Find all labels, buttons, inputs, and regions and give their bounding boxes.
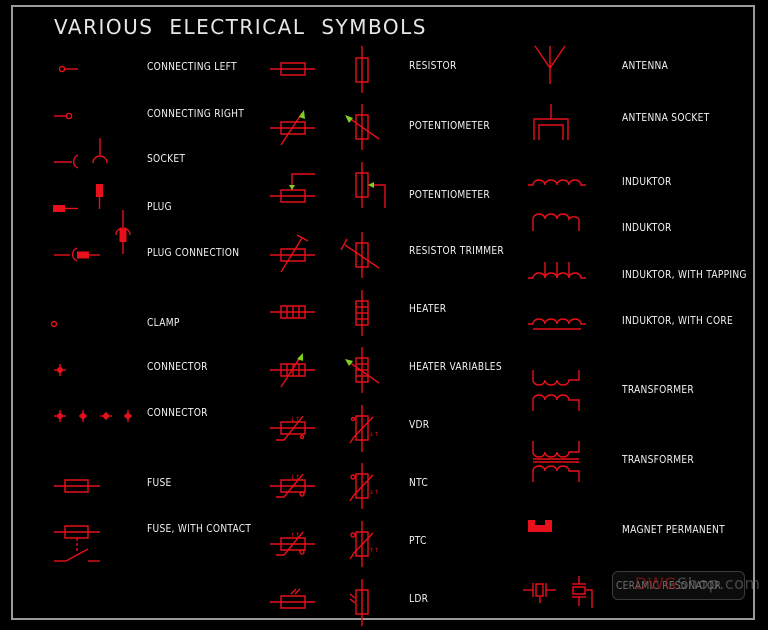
- socket-icon: [54, 138, 107, 168]
- label-connector-multi: CONNECTOR: [147, 406, 208, 419]
- label-ptc: PTC: [409, 534, 427, 547]
- watermark-badge: [612, 571, 745, 600]
- label-ntc: NTC: [409, 476, 428, 489]
- svg-text:↑↑: ↑↑: [369, 547, 379, 554]
- fuse-icon: [54, 480, 100, 492]
- potentiometer-icon: [270, 104, 379, 150]
- transformer-core-icon: [533, 441, 579, 482]
- label-antenna: ANTENNA: [622, 59, 669, 72]
- inductor-core-icon: [528, 319, 586, 329]
- label-ldr: LDR: [409, 592, 429, 605]
- label-transformer-core: TRANSFORMER: [622, 453, 694, 466]
- svg-text:↓↑: ↓↑: [290, 416, 300, 423]
- label-resistor-trimmer: RESISTOR TRIMMER: [409, 244, 505, 257]
- label-heater-variables: HEATER VARIABLES: [409, 360, 502, 373]
- ptc-icon: ↑↑ ↑↑: [270, 521, 379, 567]
- fuse-with-contact-icon: [54, 526, 100, 561]
- resistor-icon: [270, 46, 368, 93]
- plug-icon: [53, 184, 103, 212]
- label-connecting-right: CONNECTING RIGHT: [147, 107, 245, 120]
- label-connector: CONNECTOR: [147, 360, 208, 373]
- connecting-right-icon: [54, 113, 72, 118]
- potentiometer-tap-icon: [270, 162, 385, 208]
- label-fuse-with-contact: FUSE, WITH CONTACT: [147, 522, 252, 535]
- antenna-socket-icon: [534, 104, 568, 140]
- label-socket: SOCKET: [147, 152, 186, 165]
- label-vdr: VDR: [409, 418, 430, 431]
- watermark-suffix: Shop.com: [677, 574, 761, 593]
- label-connecting-left: CONNECTING LEFT: [147, 60, 237, 73]
- ntc-icon: ↓↑ ↓↑: [270, 463, 379, 509]
- connector-multi-icon: [54, 410, 132, 422]
- svg-text:↓↑: ↓↑: [369, 431, 379, 438]
- label-plug: PLUG: [147, 200, 172, 213]
- label-inductor: INDUKTOR: [622, 175, 672, 188]
- label-clamp: CLAMP: [147, 316, 180, 329]
- label-potentiometer-tap: POTENTIOMETER: [409, 188, 491, 201]
- transformer-icon: [533, 370, 579, 411]
- permanent-magnet-icon: [528, 520, 552, 532]
- label-potentiometer: POTENTIOMETER: [409, 119, 491, 132]
- connecting-left-icon: [59, 66, 78, 71]
- watermark-text: DWGShop.com: [635, 574, 761, 593]
- plug-connection-icon: [54, 210, 130, 261]
- heater-variable-icon: [270, 347, 379, 393]
- svg-text:↓↑: ↓↑: [290, 474, 300, 481]
- label-heater: HEATER: [409, 302, 447, 315]
- clamp-icon: [52, 322, 57, 327]
- watermark-prefix: DWG: [635, 574, 678, 593]
- ldr-icon: [270, 579, 368, 626]
- label-inductor-core: INDUKTOR, WITH CORE: [622, 314, 734, 327]
- label-fuse: FUSE: [147, 476, 172, 489]
- heater-icon: [270, 290, 368, 336]
- page-title: VARIOUS ELECTRICAL SYMBOLS: [54, 15, 427, 39]
- label-transformer: TRANSFORMER: [622, 383, 694, 396]
- connector-icon: [54, 364, 66, 376]
- antenna-icon: [535, 46, 565, 84]
- resistor-trimmer-icon: [270, 232, 379, 278]
- svg-text:↑↑: ↑↑: [290, 532, 300, 539]
- svg-text:↓↑: ↓↑: [369, 489, 379, 496]
- inductor-tapping-icon: [528, 262, 586, 278]
- label-antenna-socket: ANTENNA SOCKET: [622, 111, 710, 124]
- label-inductor-tapping: INDUKTOR, WITH TAPPING: [622, 268, 747, 281]
- ceramic-resonator-icon: [523, 576, 592, 608]
- label-plug-connection: PLUG CONNECTION: [147, 246, 240, 259]
- label-resistor: RESISTOR: [409, 59, 457, 72]
- label-permanent-magnet: MAGNET PERMANENT: [622, 523, 725, 536]
- inductor-icon: [528, 180, 586, 185]
- label-inductor-terminals: INDUKTOR: [622, 221, 672, 234]
- vdr-icon: ↓↑ ↓↑: [270, 405, 379, 452]
- inductor-terminals-icon: [533, 214, 579, 231]
- drawing-frame: [11, 5, 755, 620]
